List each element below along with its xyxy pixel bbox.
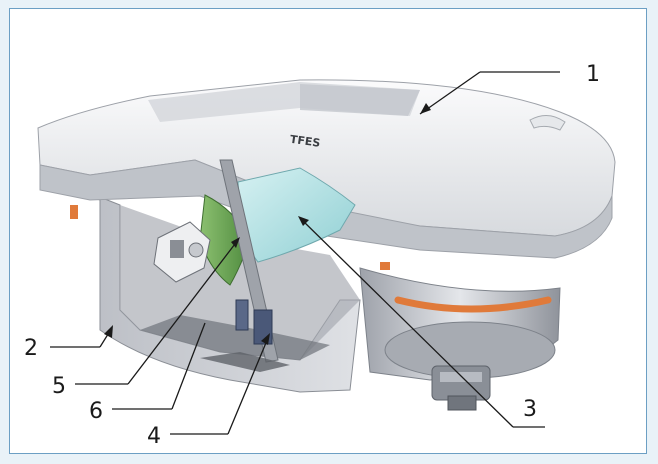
device-logo: TFES	[289, 133, 321, 150]
arrowhead-5	[231, 237, 240, 248]
callout-number-4: 4	[147, 424, 161, 449]
callout-number-1: 1	[586, 62, 600, 87]
callout-3: 3	[298, 216, 545, 428]
orange-seal-right	[380, 262, 390, 270]
arrowhead-3	[298, 216, 309, 226]
reflector	[237, 167, 356, 263]
callout-1: 1	[419, 62, 600, 115]
callout-number-6: 6	[89, 399, 103, 424]
arrowhead-4	[261, 333, 270, 345]
callout-number-2: 2	[24, 336, 38, 361]
base-skirt	[359, 267, 561, 381]
callout-number-5: 5	[52, 374, 66, 399]
callout-5: 5	[52, 237, 240, 399]
callout-4: 4	[147, 333, 270, 449]
mounting-nut	[431, 365, 491, 411]
callout-6: 6	[89, 322, 206, 424]
callout-2: 2	[24, 325, 113, 361]
arrowhead-2	[104, 325, 113, 338]
arrowhead-1	[420, 103, 431, 114]
lamp-socket	[153, 221, 211, 283]
callout-number-3: 3	[523, 397, 537, 422]
top-cover: TFES	[37, 79, 616, 259]
orange-seal-ring	[394, 296, 552, 313]
green-lens	[199, 194, 251, 286]
